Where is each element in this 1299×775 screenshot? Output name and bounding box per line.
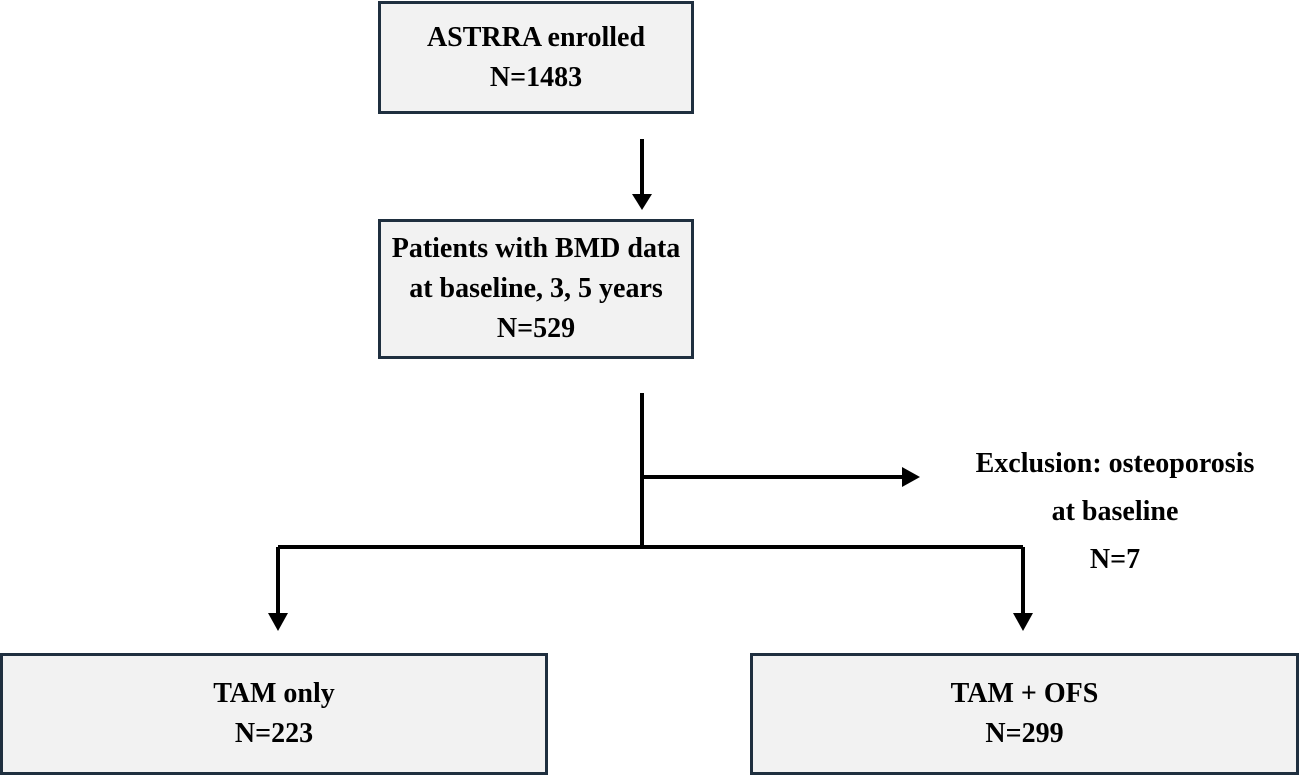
exclusion-note-count: N=7 — [1089, 544, 1141, 575]
exclusion-note-line1: Exclusion: osteoporosis — [975, 448, 1255, 479]
box-tam-only-title: TAM only — [213, 678, 335, 709]
box-astrra-enrolled-title: ASTRRA enrolled — [426, 21, 646, 53]
box-bmd-patients-count: N=529 — [496, 313, 576, 344]
arrowhead-to-exclusion — [902, 467, 920, 487]
box-tam-only: TAM only N=223 — [0, 653, 548, 775]
box-tam-ofs: TAM + OFS N=299 — [750, 653, 1299, 775]
box-bmd-patients-line2: at baseline, 3, 5 years — [409, 273, 663, 304]
box-tam-ofs-count: N=299 — [985, 718, 1064, 749]
box-astrra-enrolled: ASTRRA enrolled N=1483 — [378, 1, 694, 114]
box-tam-only-count: N=223 — [234, 718, 314, 749]
exclusion-note-line2: at baseline — [1051, 496, 1179, 527]
arrowhead-enrolled-to-bmd — [632, 194, 652, 210]
box-bmd-patients: Patients with BMD data at baseline, 3, 5… — [378, 219, 694, 359]
exclusion-note: Exclusion: osteoporosis at baseline N=7 — [930, 440, 1299, 584]
box-bmd-patients-line1: Patients with BMD data — [391, 233, 681, 264]
arrowhead-to-tam-only — [268, 613, 288, 631]
box-tam-ofs-title: TAM + OFS — [950, 678, 1099, 709]
box-astrra-enrolled-count: N=1483 — [489, 61, 583, 93]
arrowhead-to-tam-ofs — [1013, 613, 1033, 631]
